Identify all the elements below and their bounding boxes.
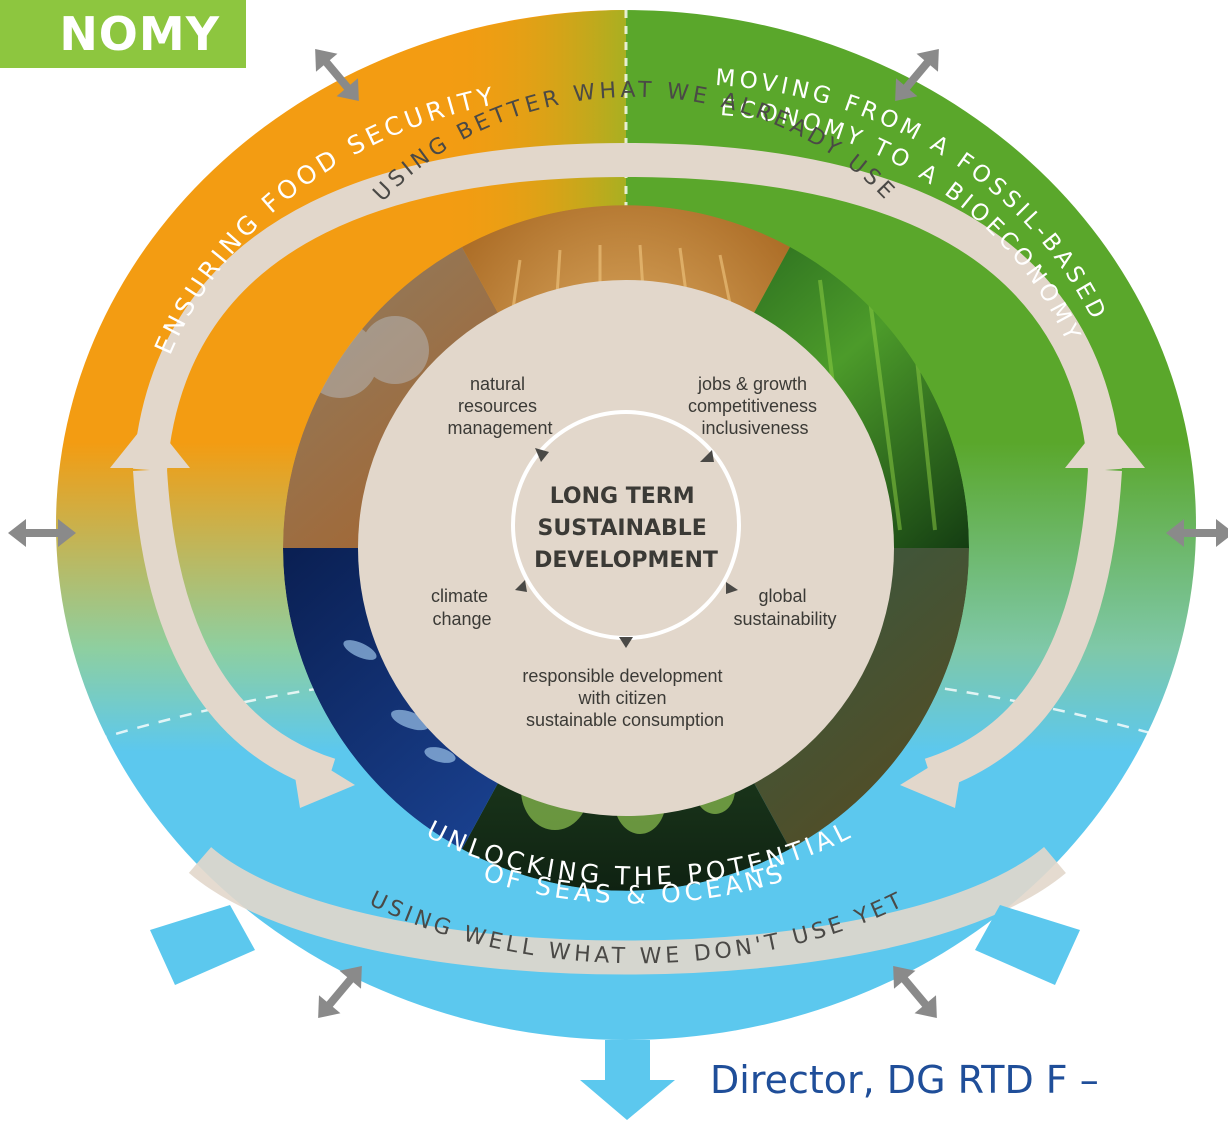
grey-double-arrows: [8, 48, 1228, 1019]
jobs-growth-label: jobs & growth competitiveness inclusiven…: [688, 374, 822, 438]
climate-change-label: climate change: [431, 586, 493, 629]
double-arrow-top-left: [315, 48, 359, 102]
double-arrow-top-right: [895, 48, 939, 102]
center-title: LONG TERM SUSTAINABLE DEVELOPMENT: [534, 484, 718, 573]
arrowhead-right-down: [900, 745, 965, 808]
global-sustainability-label: global sustainability: [733, 586, 836, 629]
blue-output-arrows: [150, 905, 1080, 1120]
double-arrow-left: [8, 519, 76, 547]
arrowhead-left-down: [290, 745, 355, 808]
arrowhead-right-up: [1065, 418, 1145, 468]
presenter-caption: Director, DG RTD F –: [710, 1058, 1099, 1102]
responsible-development-label: responsible development with citizen sus…: [522, 666, 727, 730]
natural-resources-label: natural resources management: [447, 374, 552, 438]
double-arrow-bottom-left: [318, 965, 362, 1019]
double-arrow-right: [1166, 519, 1228, 547]
slide-title-fragment: NOMY: [0, 0, 246, 68]
middle-ring-arrows: [110, 142, 1145, 975]
arrowhead-left-up: [110, 418, 190, 468]
double-arrow-bottom-right: [893, 965, 937, 1019]
center-triangles: [515, 448, 738, 648]
